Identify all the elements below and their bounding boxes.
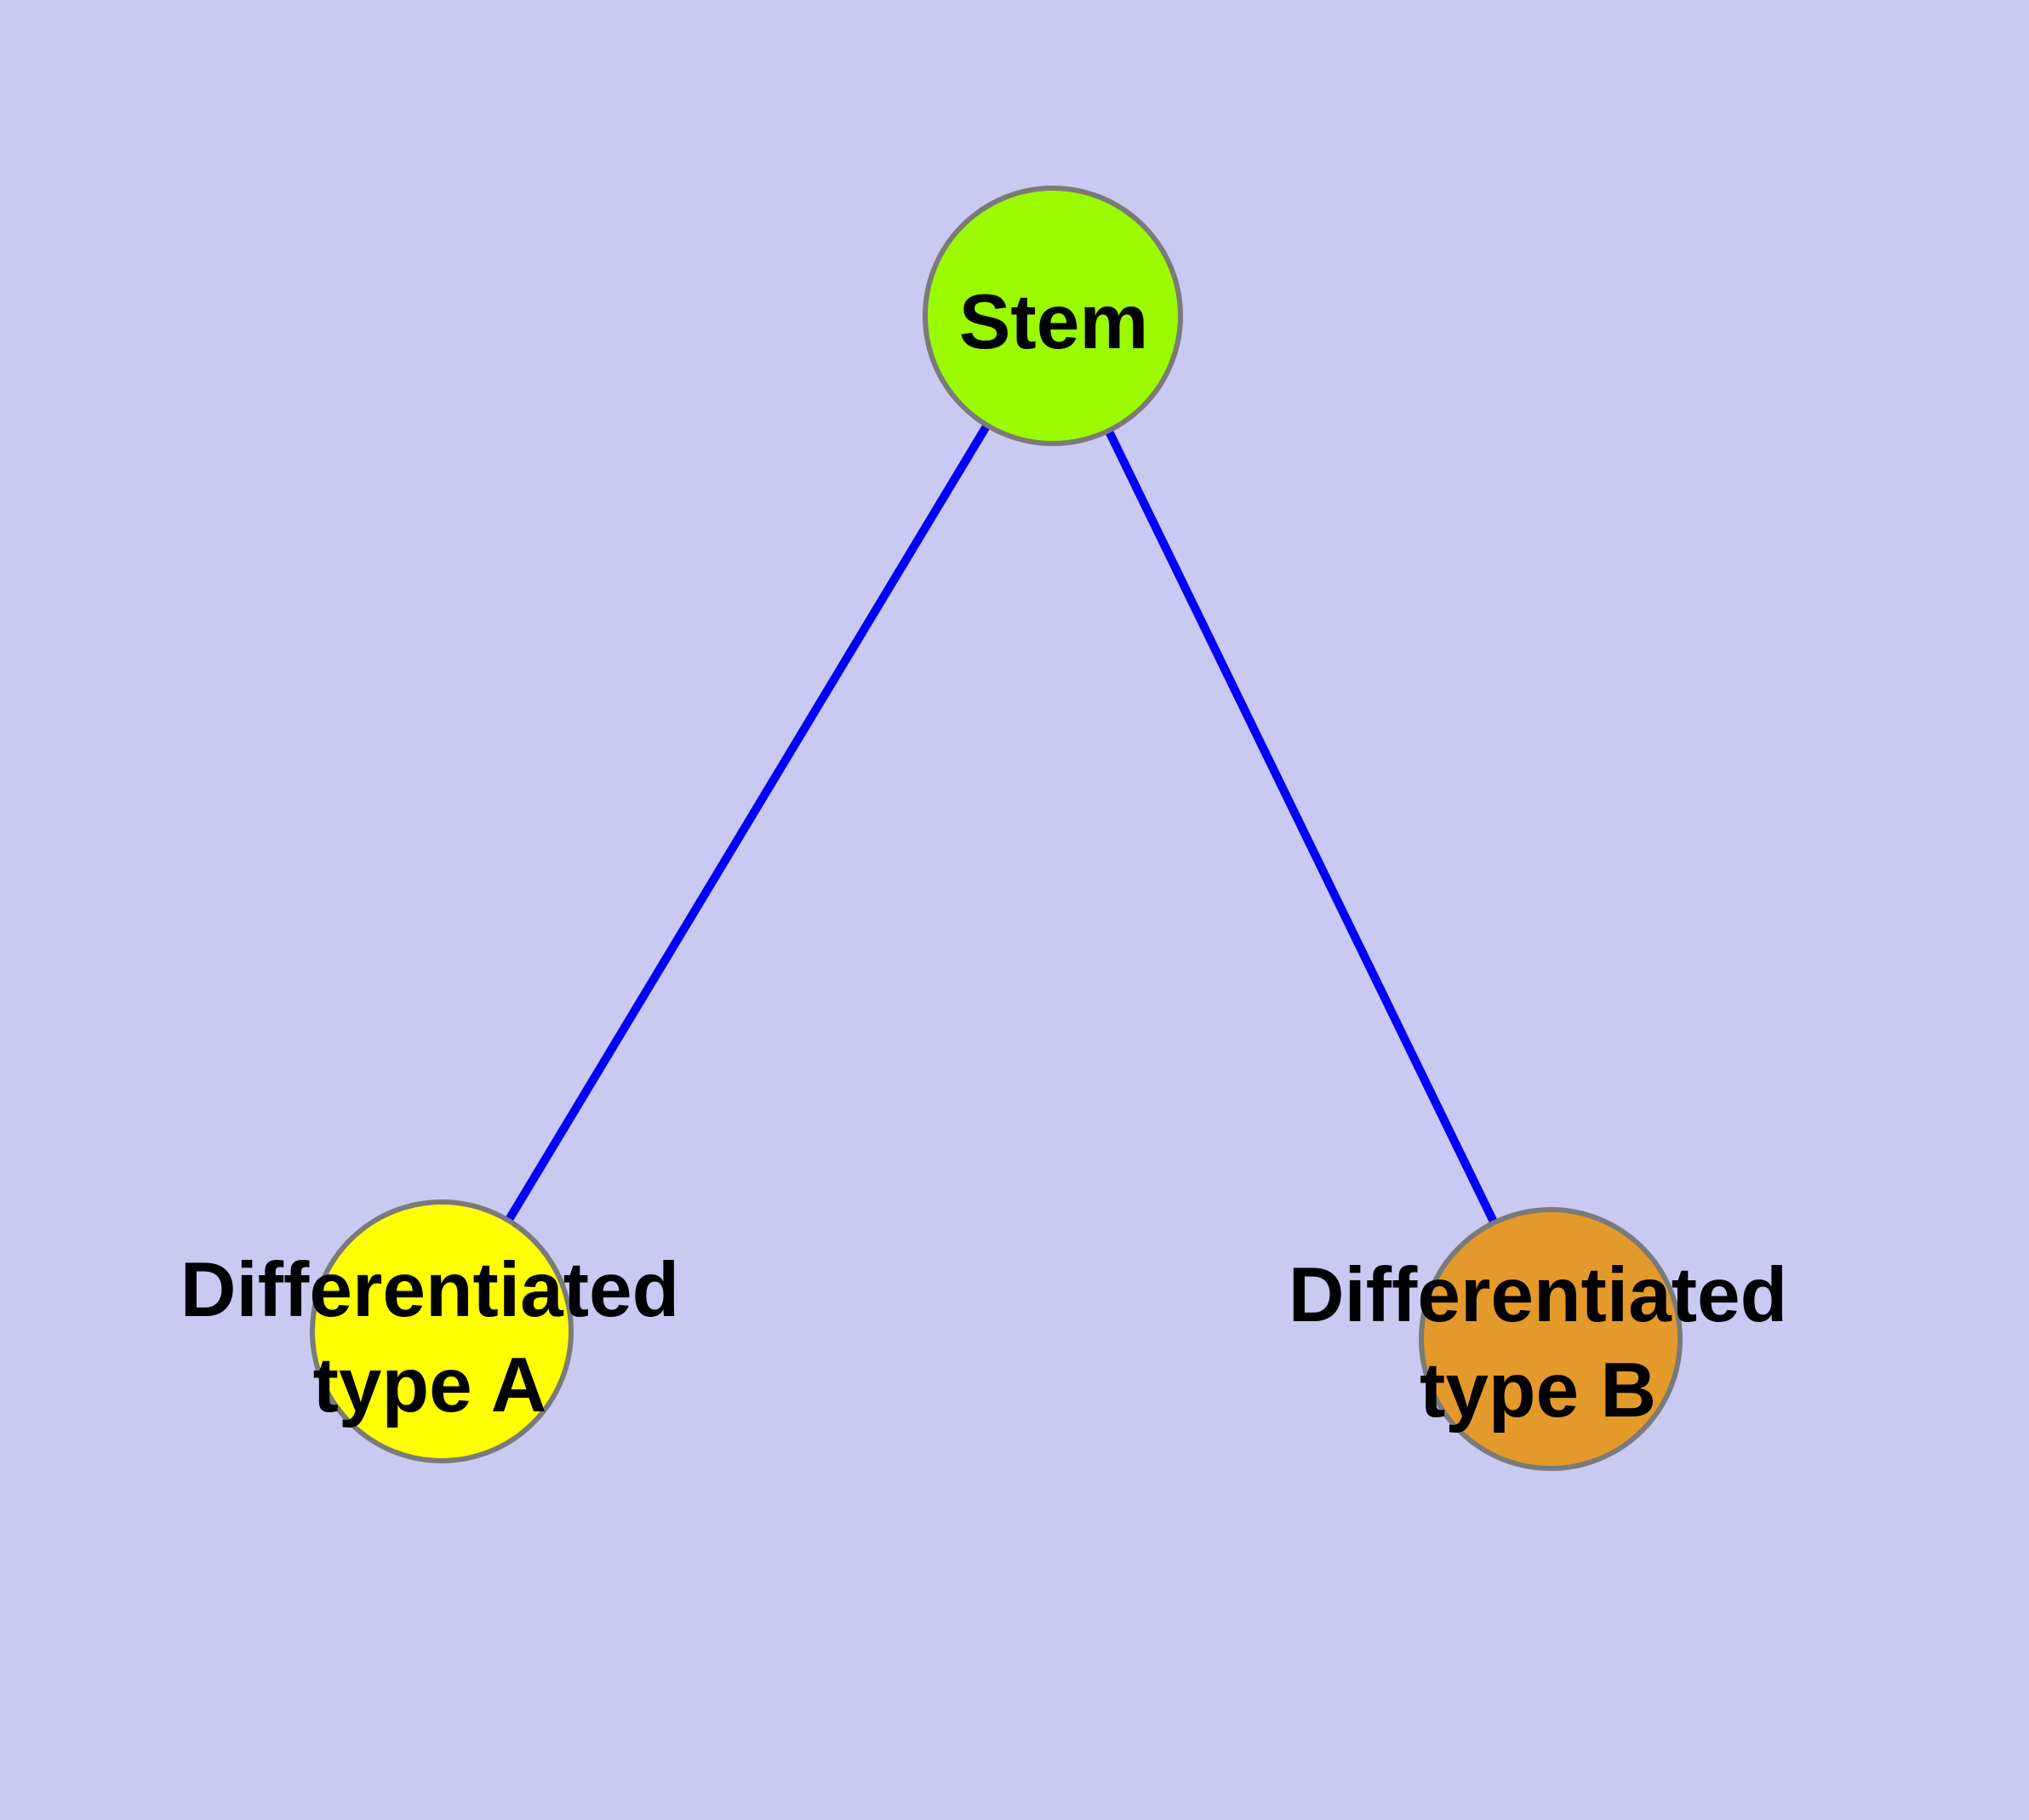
- node-typeA-circle: [310, 1199, 574, 1463]
- node-stem-circle: [923, 186, 1183, 446]
- edge-stem-typeB: [1049, 313, 1555, 1342]
- node-typeB-circle: [1419, 1207, 1683, 1471]
- edge-stem-typeA: [437, 313, 1057, 1334]
